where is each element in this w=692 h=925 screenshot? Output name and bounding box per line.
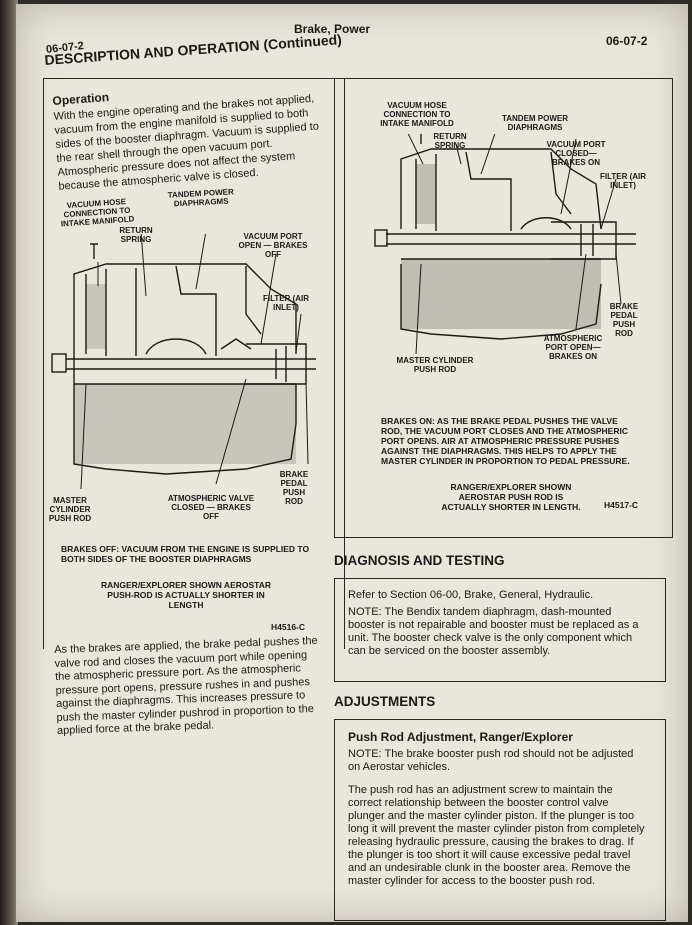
right-figure-caption: BRAKES ON: AS THE BRAKE PEDAL PUSHES THE… [381, 416, 630, 466]
right-label-atmospheric: ATMOSPHERIC PORT OPEN— BRAKES ON [543, 334, 603, 361]
left-label-atmospheric: ATMOSPHERIC VALVE CLOSED — BRAKES OFF [167, 494, 255, 521]
book-spine [0, 0, 18, 925]
left-label-filter: FILTER (AIR INLET) [262, 294, 310, 312]
diagnosis-box [334, 578, 666, 682]
booster-diagram-brakes-on [374, 134, 636, 354]
right-label-vacuum-port: VACUUM PORT CLOSED— BRAKES ON [546, 140, 606, 167]
right-figure-note: RANGER/EXPLORER SHOWN AEROSTAR PUSH ROD … [441, 482, 581, 512]
left-figure-code: H4516-C [271, 622, 306, 632]
adjustments-box [334, 719, 666, 921]
adjustments-text: The push rod has an adjustment screw to … [348, 784, 645, 887]
adjustments-body: Push Rod Adjustment, Ranger/Explorer NOT… [348, 731, 648, 898]
diagnosis-body: Refer to Section 06-00, Brake, General, … [348, 589, 648, 668]
adjustments-subheading: Push Rod Adjustment, Ranger/Explorer [348, 730, 573, 744]
left-label-return-spring: RETURN SPRING [119, 226, 153, 244]
manual-page: 06-07-2 Brake, Power 06-07-2 DESCRIPTION… [16, 4, 688, 922]
diagnosis-heading: DIAGNOSIS AND TESTING [334, 553, 505, 568]
right-label-vacuum-hose: VACUUM HOSE CONNECTION TO INTAKE MANIFOL… [380, 101, 454, 128]
right-label-return-spring: RETURN SPRING [433, 132, 467, 150]
diagnosis-ref: Refer to Section 06-00, Brake, General, … [348, 589, 594, 601]
brakes-applied-paragraph: As the brakes are applied, the brake ped… [54, 634, 318, 737]
adjustments-heading: ADJUSTMENTS [334, 694, 436, 709]
booster-diagram-brakes-off [51, 234, 316, 490]
operation-block: Operation With the engine operating and … [52, 74, 338, 193]
left-figure-note: RANGER/EXPLORER SHOWN AEROSTAR PUSH-ROD … [100, 580, 271, 610]
right-label-master-rod: MASTER CYLINDER PUSH ROD [396, 356, 474, 374]
right-label-filter: FILTER (AIR INLET) [599, 172, 647, 190]
right-diagram-frame [334, 78, 673, 538]
left-label-vacuum-hose: VACUUM HOSE CONNECTION TO INTAKE MANIFOL… [60, 196, 135, 229]
adjustments-note: NOTE: The brake booster push rod should … [348, 748, 634, 773]
left-label-brake-rod: BRAKE PEDAL PUSH ROD [279, 470, 309, 506]
left-column-frame [43, 78, 345, 649]
diagnosis-note: NOTE: The Bendix tandem diaphragm, dash-… [348, 606, 639, 657]
section-title: DESCRIPTION AND OPERATION (Continued) [44, 31, 343, 68]
page-number-right: 06-07-2 [606, 34, 648, 48]
right-label-tandem: TANDEM POWER DIAPHRAGMS [501, 114, 569, 132]
left-figure-caption: BRAKES OFF: VACUUM FROM THE ENGINE IS SU… [61, 544, 310, 564]
right-label-brake-rod: BRAKE PEDAL PUSH ROD [609, 302, 639, 338]
right-figure-code: H4517-C [604, 500, 639, 510]
page-header-title: Brake, Power [294, 22, 371, 36]
left-label-master-rod: MASTER CYLINDER PUSH ROD [48, 496, 92, 523]
left-label-vacuum-port: VACUUM PORT OPEN — BRAKES OFF [238, 232, 308, 259]
